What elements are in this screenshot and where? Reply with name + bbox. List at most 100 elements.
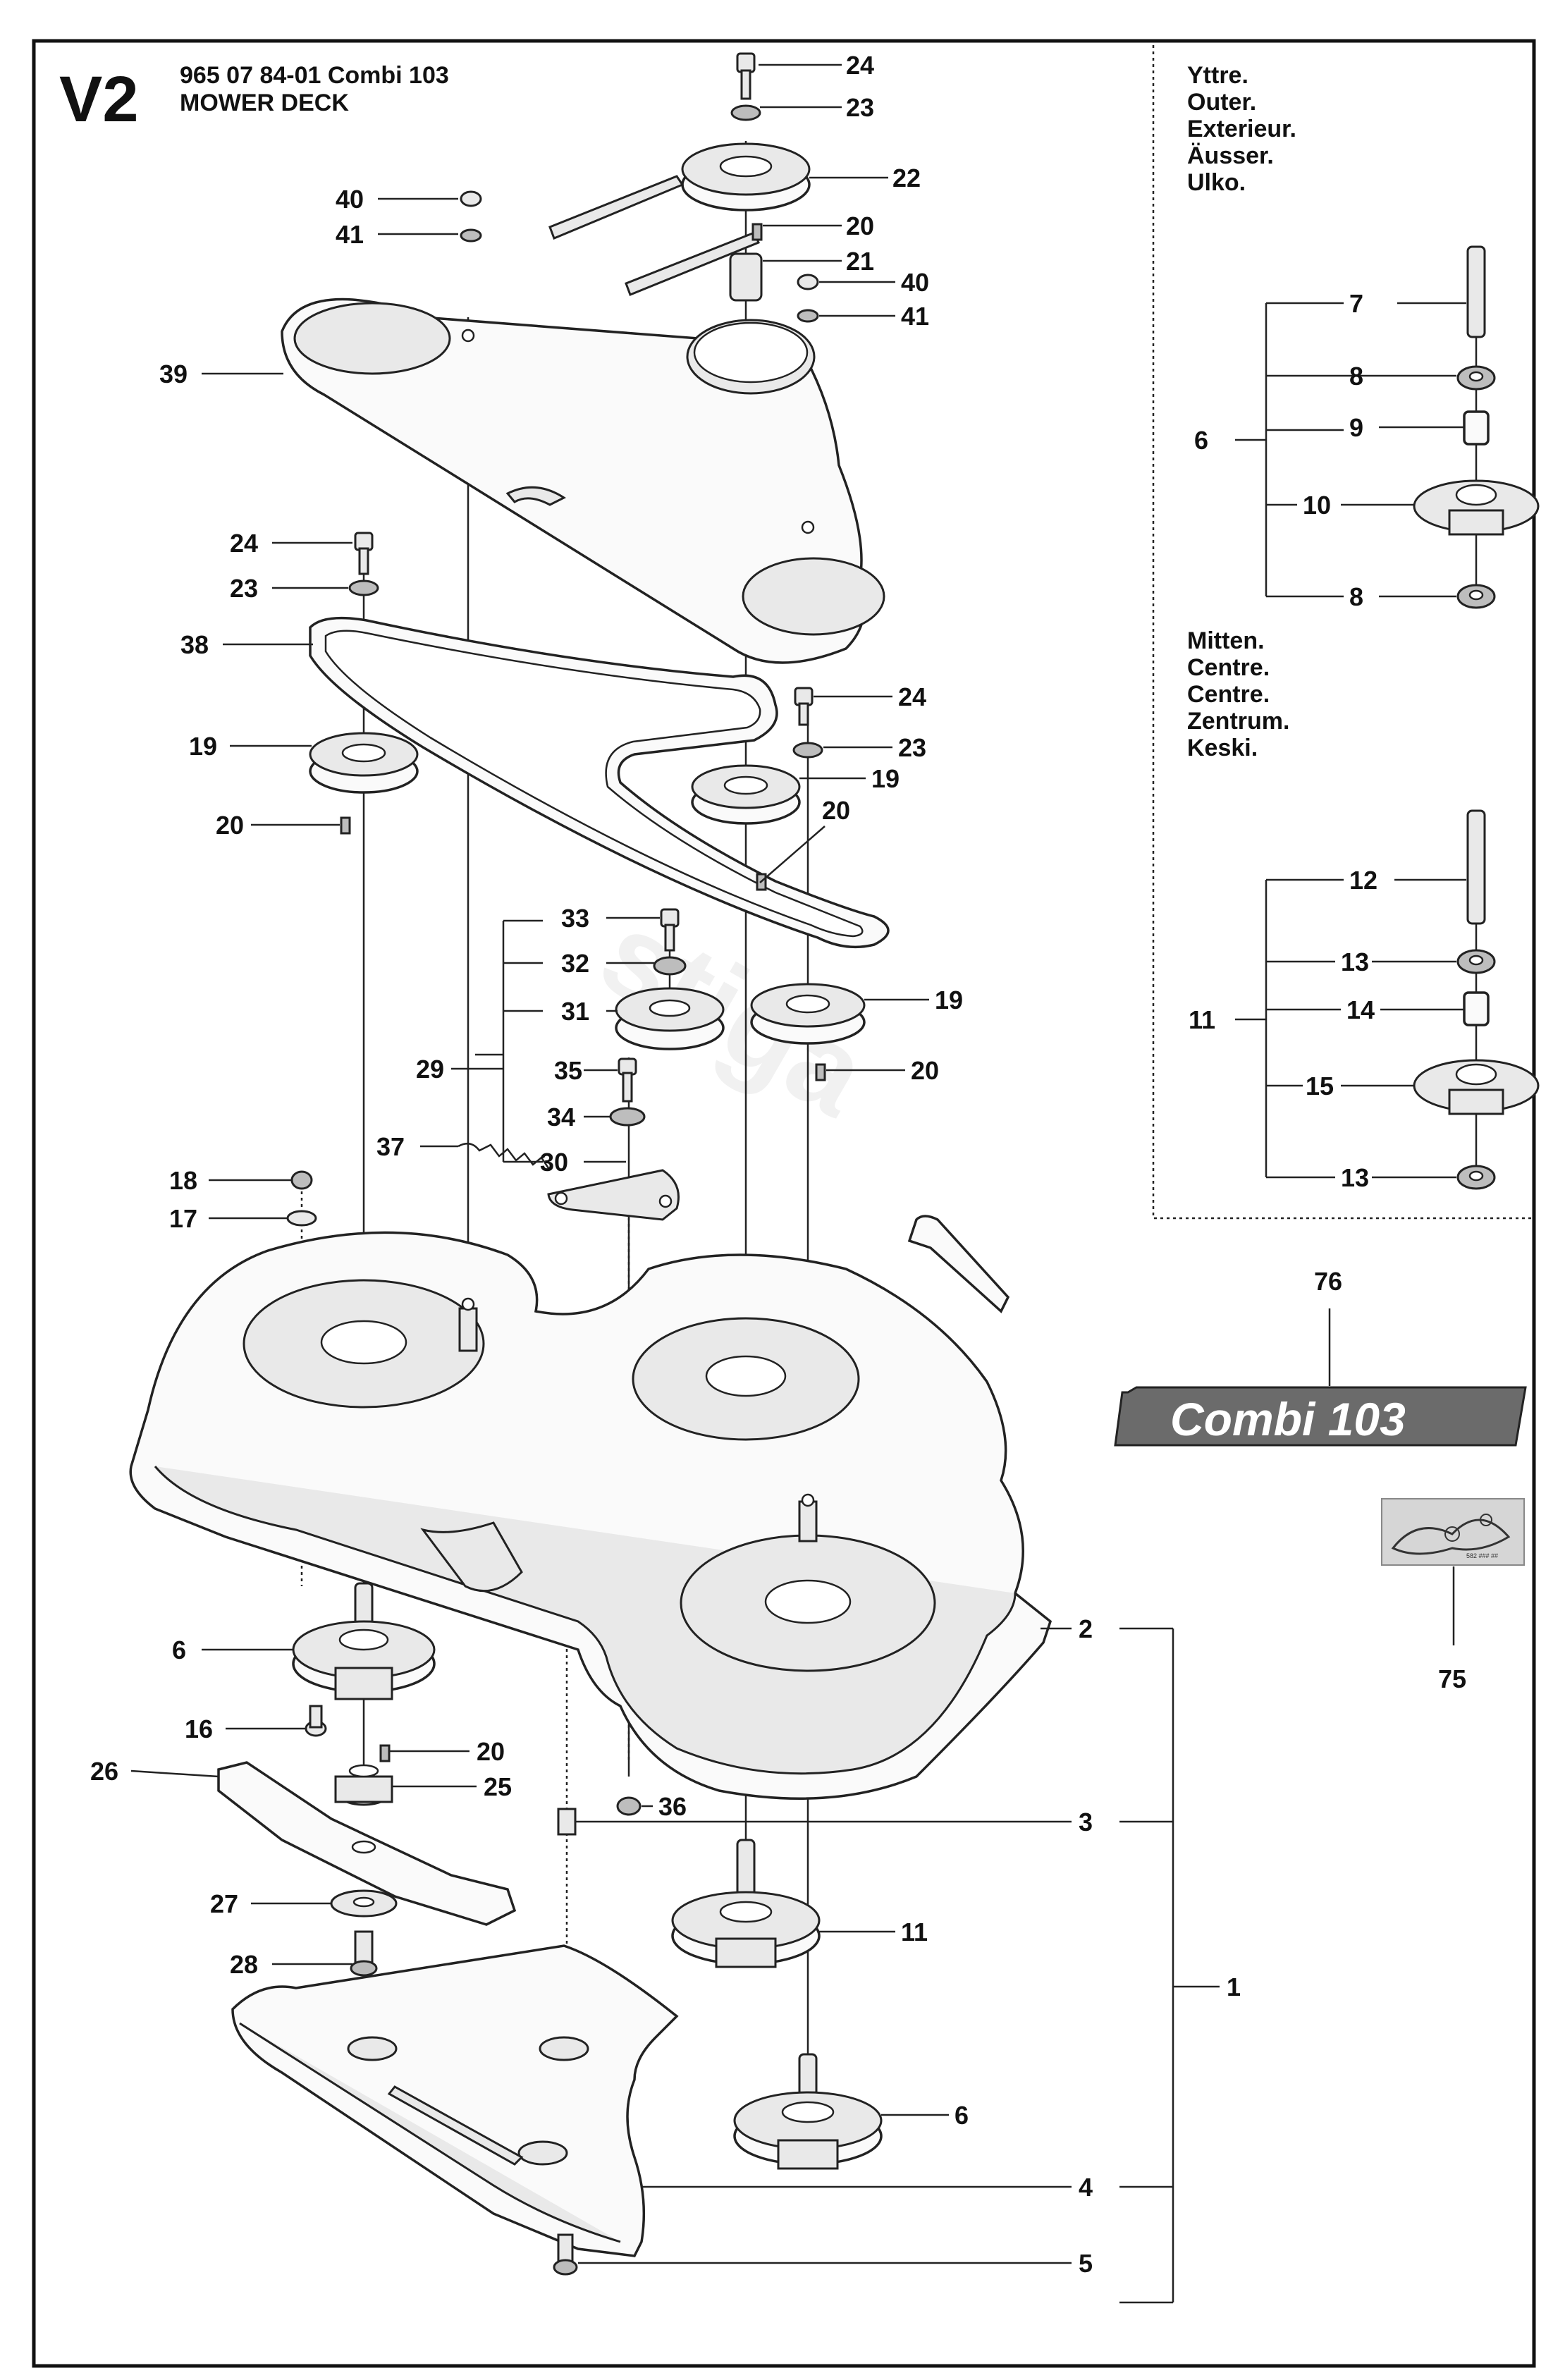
center-spindle-exploded bbox=[1235, 809, 1540, 1190]
outer-spindle-exploded bbox=[1235, 245, 1540, 609]
callout-76: 76 bbox=[1314, 1267, 1342, 1296]
washer-part-23-center bbox=[792, 742, 823, 759]
washer-part-34 bbox=[609, 1107, 646, 1127]
washer-part-41-left bbox=[460, 228, 482, 243]
callout-11-inset: 11 bbox=[1189, 1005, 1215, 1034]
diagram-title: MOWER DECK bbox=[180, 90, 349, 116]
cover-part-4 bbox=[231, 1808, 679, 2276]
belt-cover-part-39 bbox=[281, 298, 885, 664]
callout-23-left: 23 bbox=[230, 574, 258, 603]
bolt-part-24-center bbox=[794, 687, 814, 706]
callout-40-right: 40 bbox=[901, 268, 929, 297]
belt-part-38 bbox=[309, 616, 890, 949]
callout-2: 2 bbox=[1079, 1614, 1093, 1643]
callout-6-inset: 6 bbox=[1194, 426, 1208, 455]
callout-leaders bbox=[130, 63, 1072, 2264]
callout-32: 32 bbox=[561, 949, 589, 978]
callout-20-lower: 20 bbox=[477, 1737, 505, 1766]
label-centre-2: Centre. bbox=[1187, 681, 1270, 708]
assembly-bracket-part-1 bbox=[1119, 1627, 1220, 2304]
callout-23-top: 23 bbox=[846, 93, 874, 122]
callout-labels: 24 23 22 20 21 40 41 40 41 39 24 23 38 1… bbox=[90, 51, 1377, 2278]
key-part-20-lower bbox=[379, 1744, 391, 1762]
callout-5: 5 bbox=[1079, 2249, 1093, 2278]
bolt-part-33 bbox=[660, 908, 680, 928]
callout-6-right: 6 bbox=[955, 2101, 969, 2130]
bolt-part-5 bbox=[557, 2233, 574, 2264]
model-badge: Combi 103 76 bbox=[1114, 1267, 1527, 1447]
washer-part-32 bbox=[653, 956, 687, 976]
spring-part-37 bbox=[458, 1142, 551, 1171]
callout-75: 75 bbox=[1438, 1664, 1466, 1693]
callout-9: 9 bbox=[1349, 413, 1363, 442]
bolt-part-24-left bbox=[354, 532, 374, 551]
callout-33: 33 bbox=[561, 904, 589, 933]
callout-36: 36 bbox=[658, 1792, 687, 1821]
label-yttre: Yttre. bbox=[1187, 62, 1248, 89]
callout-8-lower: 8 bbox=[1349, 582, 1363, 611]
bolt-part-28 bbox=[354, 1930, 374, 1965]
washer-part-23-top bbox=[730, 104, 761, 121]
callout-24-left: 24 bbox=[230, 529, 258, 558]
callout-7: 7 bbox=[1349, 289, 1363, 318]
model-badge-text: Combi 103 bbox=[1170, 1393, 1406, 1445]
belt-routing-decal: 582 ### ## 75 bbox=[1381, 1498, 1525, 1693]
callout-19-left: 19 bbox=[189, 732, 217, 761]
callout-22: 22 bbox=[892, 164, 921, 192]
callout-41-right: 41 bbox=[901, 302, 929, 331]
label-outer: Outer. bbox=[1187, 89, 1256, 116]
callout-25: 25 bbox=[484, 1772, 512, 1801]
callout-35: 35 bbox=[554, 1056, 582, 1085]
section-code: V2 bbox=[59, 63, 139, 135]
washer-part-17 bbox=[286, 1210, 317, 1227]
label-zentrum: Zentrum. bbox=[1187, 708, 1289, 735]
label-keski: Keski. bbox=[1187, 735, 1258, 761]
callout-28: 28 bbox=[230, 1950, 258, 1979]
header: V2 965 07 84-01 Combi 103 MOWER DECK bbox=[59, 62, 449, 135]
spacer-part-21 bbox=[729, 252, 763, 302]
label-mitten: Mitten. bbox=[1187, 627, 1265, 654]
callout-26: 26 bbox=[90, 1757, 118, 1786]
page-frame bbox=[32, 39, 1536, 2368]
callout-13-upper: 13 bbox=[1341, 947, 1369, 976]
callout-16: 16 bbox=[185, 1715, 213, 1743]
decal-small-text: 582 ### ## bbox=[1466, 1552, 1498, 1559]
bolt-part-24-top bbox=[736, 52, 756, 73]
callout-3: 3 bbox=[1079, 1808, 1093, 1836]
callout-38: 38 bbox=[180, 630, 209, 659]
callout-27: 27 bbox=[210, 1889, 238, 1918]
screw-part-40-right bbox=[797, 274, 819, 290]
bushing-part-3-top bbox=[458, 1307, 478, 1352]
idler-assembly-part-29 bbox=[458, 908, 725, 1221]
key-part-20-top bbox=[751, 223, 763, 241]
center-spindle-part-11 bbox=[671, 1839, 821, 1968]
callout-17: 17 bbox=[169, 1204, 197, 1233]
key-part-20-left bbox=[340, 816, 351, 835]
callout-20-top: 20 bbox=[846, 211, 874, 240]
callout-6-left: 6 bbox=[172, 1636, 186, 1664]
shaft-part-7 bbox=[1466, 245, 1486, 338]
part-number-line: 965 07 84-01 Combi 103 bbox=[180, 62, 449, 89]
cover-screws bbox=[460, 190, 819, 323]
callout-10: 10 bbox=[1303, 491, 1331, 520]
callout-29: 29 bbox=[416, 1055, 444, 1084]
callout-40-left: 40 bbox=[336, 185, 364, 214]
callout-41-left: 41 bbox=[336, 220, 364, 249]
callout-13-lower: 13 bbox=[1341, 1163, 1369, 1192]
blade-assembly bbox=[217, 1761, 517, 1977]
label-centre-1: Centre. bbox=[1187, 654, 1270, 681]
callout-20-right: 20 bbox=[911, 1056, 939, 1085]
callout-30: 30 bbox=[540, 1148, 568, 1177]
callout-20-left: 20 bbox=[216, 811, 244, 840]
label-ulko: Ulko. bbox=[1187, 169, 1246, 196]
nut-part-18 bbox=[290, 1170, 313, 1190]
callout-18: 18 bbox=[169, 1166, 197, 1195]
callout-11-main: 11 bbox=[901, 1918, 928, 1946]
callout-19-right: 19 bbox=[935, 986, 963, 1014]
callout-23-center: 23 bbox=[898, 733, 926, 762]
callout-37: 37 bbox=[376, 1132, 405, 1161]
center-pulley-assembly bbox=[691, 687, 823, 891]
label-ausser: Äusser. bbox=[1187, 142, 1274, 169]
callout-14: 14 bbox=[1346, 995, 1375, 1024]
callout-12: 12 bbox=[1349, 866, 1377, 895]
